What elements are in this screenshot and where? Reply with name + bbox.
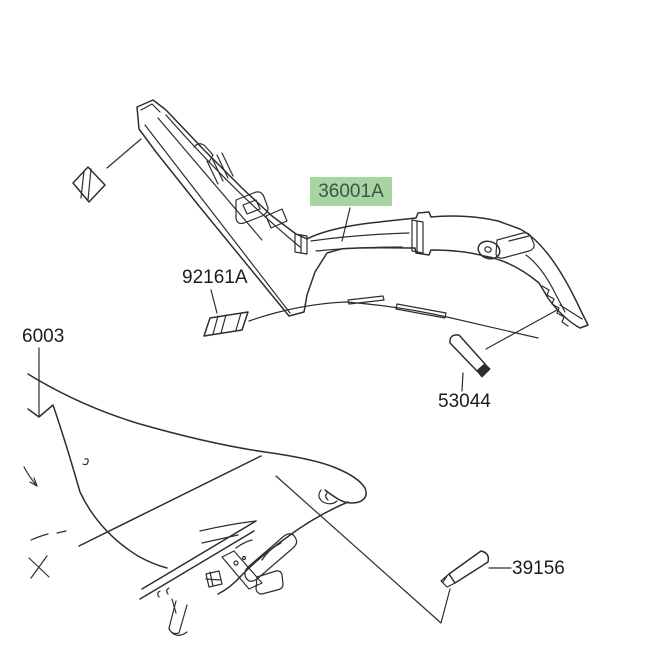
damper-pad-top-illustration — [72, 166, 106, 203]
damper-pad-92161a-illustration — [203, 311, 249, 337]
part-label-39156: 39156 — [512, 558, 565, 579]
part-label-6003: 6003 — [22, 326, 65, 347]
rear-cowl-illustration — [23, 373, 367, 636]
part-label-92161a: 92161A — [182, 267, 248, 288]
part-label-53044: 53044 — [438, 391, 491, 412]
pad-39156-illustration — [440, 550, 490, 588]
leader-lines — [38, 138, 558, 624]
side-cover-illustration — [136, 99, 589, 339]
part-label-36001a[interactable]: 36001A — [310, 177, 392, 206]
trim-53044-illustration — [449, 334, 491, 378]
